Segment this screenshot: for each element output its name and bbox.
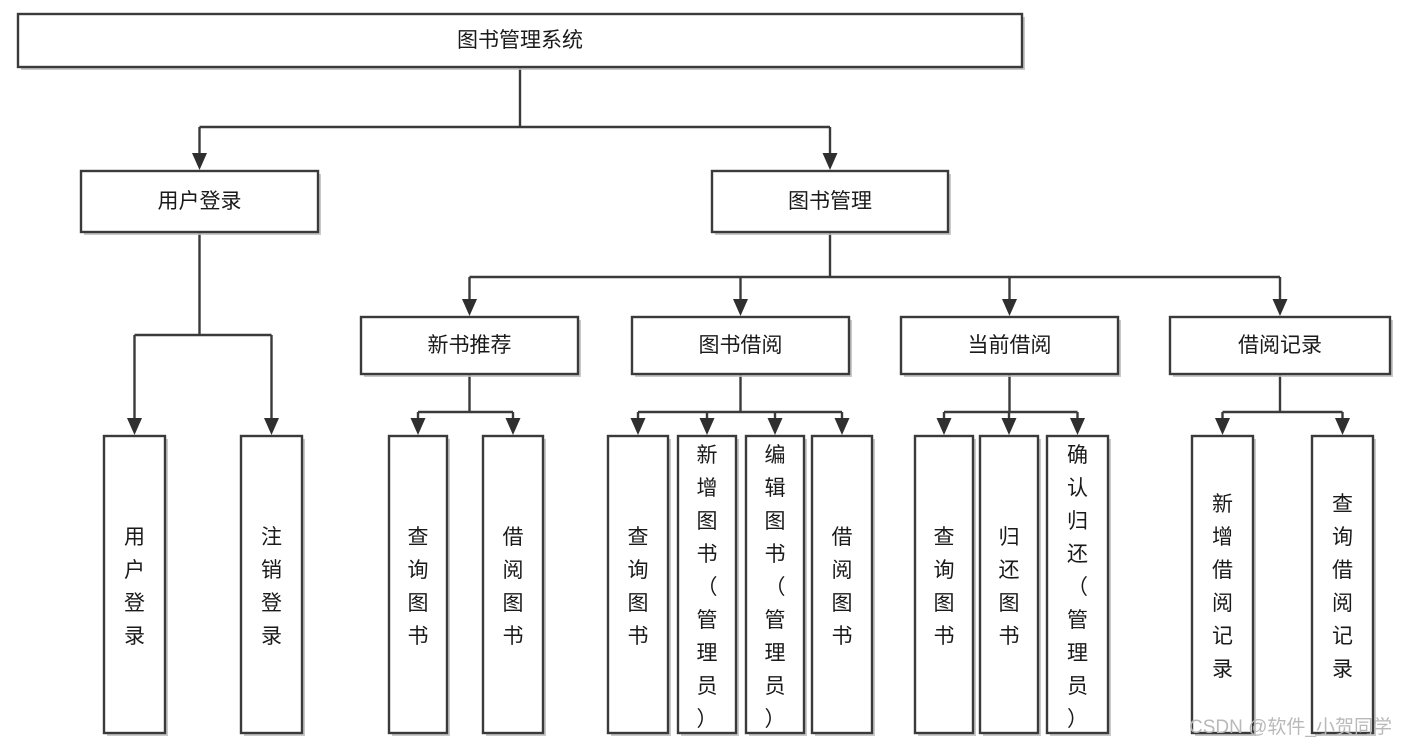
- node-root[interactable]: 图书管理系统: [16, 12, 1025, 70]
- arrow-head-icon: [1002, 299, 1017, 316]
- connector-layer: [127, 67, 1350, 435]
- node-label: 新书推荐: [428, 334, 512, 357]
- node-rect[interactable]: [79, 169, 320, 234]
- node-label: 图书借阅: [699, 334, 783, 357]
- node-borrow-record[interactable]: 借阅记录: [1168, 315, 1393, 377]
- node-label: 图书管理: [788, 190, 872, 213]
- node-label: 归还图书: [999, 526, 1020, 648]
- node-book-manage[interactable]: 图书管理: [710, 169, 951, 235]
- node-user-login[interactable]: 用户登录: [79, 169, 321, 235]
- connector-group-book-borrow: [630, 374, 850, 435]
- node-rect[interactable]: [630, 315, 851, 376]
- node-leaf-return-book[interactable]: 归还图书: [978, 434, 1041, 736]
- node-rect[interactable]: [239, 434, 304, 735]
- arrow-head-icon: [127, 418, 142, 435]
- arrow-head-icon: [1215, 418, 1230, 435]
- csdn-watermark: CSDN @软件_小贺同学: [1189, 716, 1392, 738]
- node-leaf-confirm-return[interactable]: 确认归还（管理员）: [1045, 434, 1111, 736]
- node-rect[interactable]: [1190, 434, 1255, 735]
- node-rect[interactable]: [1168, 315, 1392, 376]
- node-rect[interactable]: [1310, 434, 1375, 735]
- node-label: 借阅图书: [832, 526, 853, 648]
- connector-group-root: [192, 67, 838, 170]
- node-rect[interactable]: [744, 434, 806, 735]
- node-rect[interactable]: [978, 434, 1040, 735]
- arrow-head-icon: [936, 418, 952, 435]
- node-leaf-user-login[interactable]: 用户登录: [102, 434, 168, 736]
- node-rect[interactable]: [359, 315, 580, 376]
- node-label: 查询图书: [408, 526, 429, 648]
- arrow-head-icon: [1272, 299, 1288, 316]
- node-leaf-borrow-book-2[interactable]: 借阅图书: [810, 434, 875, 736]
- node-rect[interactable]: [913, 434, 975, 735]
- node-label: 确认归还（管理员）: [1067, 444, 1088, 731]
- node-label: 编辑图书（管理员）: [765, 444, 786, 731]
- node-leaf-logout[interactable]: 注销登录: [239, 434, 305, 736]
- arrow-head-icon: [1001, 418, 1017, 435]
- node-leaf-query-book-2[interactable]: 查询图书: [606, 434, 671, 736]
- arrow-head-icon: [767, 418, 783, 435]
- connector-group-book-manage: [462, 232, 1288, 316]
- connector-group-borrow-record: [1215, 374, 1350, 435]
- arrow-head-icon: [1070, 418, 1085, 435]
- node-rect[interactable]: [102, 434, 167, 735]
- node-leaf-query-record[interactable]: 查询借阅记录: [1310, 434, 1376, 736]
- arrow-head-icon: [733, 299, 748, 316]
- node-leaf-borrow-book-1[interactable]: 借阅图书: [481, 434, 546, 736]
- node-rect[interactable]: [481, 434, 545, 735]
- node-rect[interactable]: [710, 169, 950, 234]
- arrow-head-icon: [410, 418, 426, 435]
- node-current-borrow[interactable]: 当前借阅: [899, 315, 1121, 377]
- arrow-head-icon: [1335, 418, 1350, 435]
- node-label: 查询图书: [628, 526, 649, 648]
- arrow-head-icon: [699, 418, 715, 435]
- node-label: 当前借阅: [968, 334, 1052, 357]
- arrow-head-icon: [834, 418, 850, 435]
- node-label: 借阅记录: [1238, 334, 1322, 357]
- node-label: 借阅图书: [503, 526, 524, 648]
- node-label: 注销登录: [261, 526, 282, 648]
- node-label: 用户登录: [124, 526, 145, 648]
- node-leaf-edit-book[interactable]: 编辑图书（管理员）: [744, 434, 807, 736]
- arrow-head-icon: [630, 418, 646, 435]
- arrow-head-icon: [264, 418, 279, 435]
- node-book-borrow[interactable]: 图书借阅: [630, 315, 852, 377]
- arrow-head-icon: [505, 418, 521, 435]
- node-rect[interactable]: [606, 434, 670, 735]
- connector-group-current-borrow: [936, 374, 1085, 435]
- node-layer: 图书管理系统用户登录图书管理新书推荐图书借阅当前借阅借阅记录用户登录注销登录查询…: [16, 12, 1393, 736]
- node-label: 查询图书: [934, 526, 955, 648]
- connector-group-user-login: [127, 232, 279, 435]
- node-rect[interactable]: [810, 434, 874, 735]
- arrow-head-icon: [822, 153, 838, 170]
- node-label: 图书管理系统: [457, 29, 583, 52]
- node-rect[interactable]: [676, 434, 738, 735]
- node-leaf-query-book-3[interactable]: 查询图书: [913, 434, 976, 736]
- node-rect[interactable]: [16, 12, 1024, 69]
- node-label: 用户登录: [158, 190, 242, 213]
- node-leaf-add-record[interactable]: 新增借阅记录: [1190, 434, 1256, 736]
- connector-group-new-book-rec: [410, 374, 521, 435]
- arrow-head-icon: [192, 153, 207, 170]
- node-leaf-query-book-1[interactable]: 查询图书: [387, 434, 450, 736]
- node-leaf-add-book[interactable]: 新增图书（管理员）: [676, 434, 739, 736]
- node-rect[interactable]: [1045, 434, 1110, 735]
- node-rect[interactable]: [899, 315, 1120, 376]
- node-label: 查询借阅记录: [1332, 493, 1353, 681]
- arrow-head-icon: [462, 299, 477, 316]
- node-label: 新增借阅记录: [1212, 493, 1233, 681]
- node-rect[interactable]: [387, 434, 449, 735]
- node-new-book-rec[interactable]: 新书推荐: [359, 315, 581, 377]
- node-label: 新增图书（管理员）: [697, 444, 718, 731]
